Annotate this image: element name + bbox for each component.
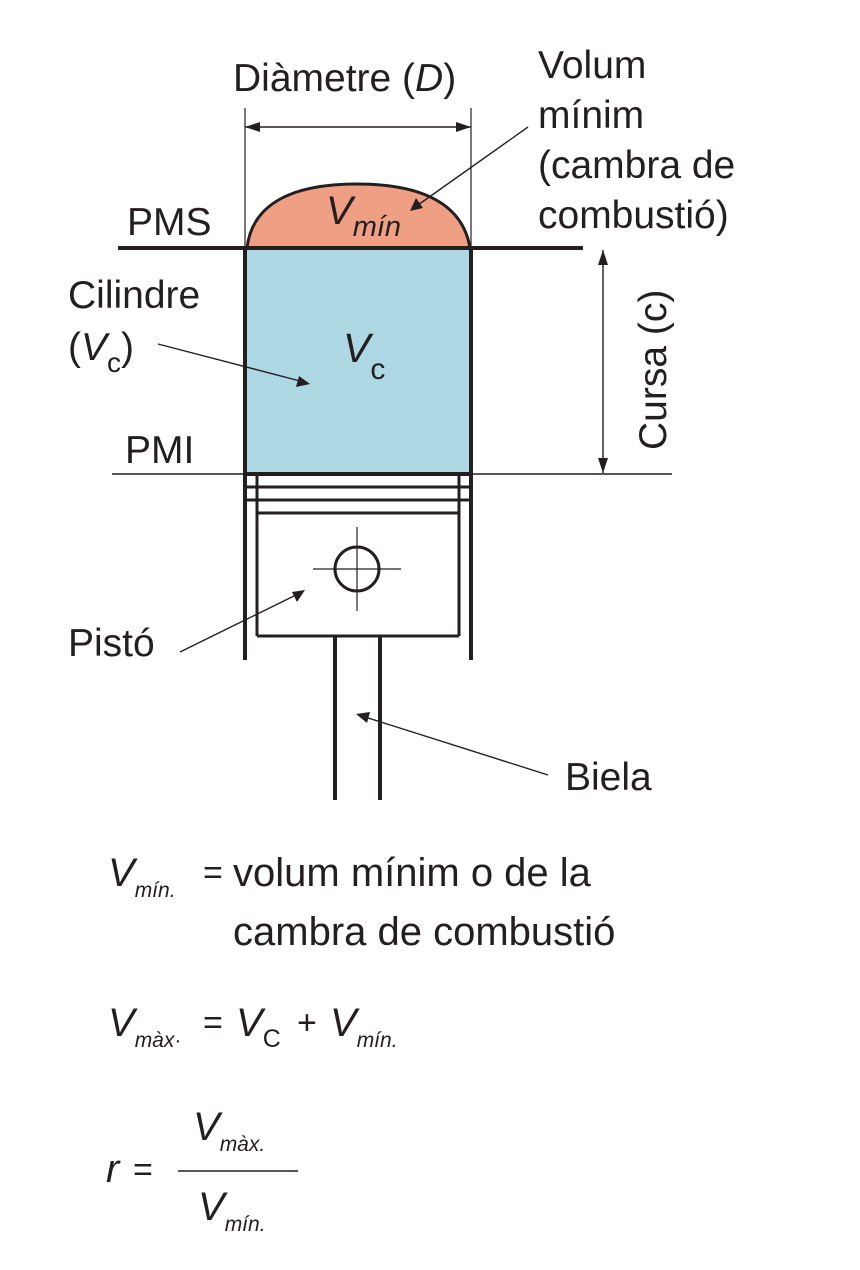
- svg-text:+: +: [297, 1004, 317, 1042]
- svg-text:r: r: [106, 1147, 121, 1191]
- svg-text:Vmín.: Vmín.: [198, 1185, 266, 1236]
- svg-text:Vmín.: Vmín.: [108, 851, 176, 902]
- biela-label: Biela: [565, 756, 652, 799]
- formula-vmin-definition: Vmín. = volum mínim o de la cambra de co…: [108, 851, 615, 954]
- svg-text:=: =: [133, 1151, 153, 1189]
- vmin-inside-label: Vmín: [326, 189, 401, 243]
- diameter-dimension: [244, 108, 472, 248]
- svg-text:=: =: [203, 1004, 223, 1042]
- formula-vmax-definition: Vmàx· = VC + Vmín.: [108, 1001, 398, 1053]
- piston: [245, 474, 471, 638]
- combustion-chamber: [245, 182, 472, 250]
- formula-compression-ratio: r = Vmàx. Vmín.: [106, 1105, 298, 1236]
- pmi-label: PMI: [125, 429, 194, 472]
- svg-text:Vmín.: Vmín.: [330, 1001, 398, 1052]
- pms-label: PMS: [127, 201, 212, 244]
- leader-arrows: [157, 126, 549, 776]
- piston-label: Pistó: [68, 622, 155, 665]
- stroke-dimension: [598, 250, 608, 473]
- svg-text:Vmàx.: Vmàx.: [193, 1105, 265, 1156]
- svg-text:Vmàx·: Vmàx·: [108, 1001, 181, 1052]
- svg-text:VC: VC: [236, 1001, 281, 1053]
- connecting-rod: [333, 637, 382, 800]
- svg-text:cambra de combustió: cambra de combustió: [233, 910, 615, 954]
- diameter-label: Diàmetre (D): [233, 57, 456, 100]
- cilindre-label: Cilindre (Vc): [68, 274, 211, 378]
- cylinder-volume: [245, 248, 471, 474]
- volum-minim-label: Volum mínim (cambra de combustió): [538, 44, 746, 237]
- svg-text:=: =: [203, 854, 223, 892]
- cursa-label: Cursa (c): [632, 290, 675, 450]
- svg-text:volum mínim o de la: volum mínim o de la: [233, 851, 592, 895]
- vc-inside-label: Vc: [343, 325, 385, 386]
